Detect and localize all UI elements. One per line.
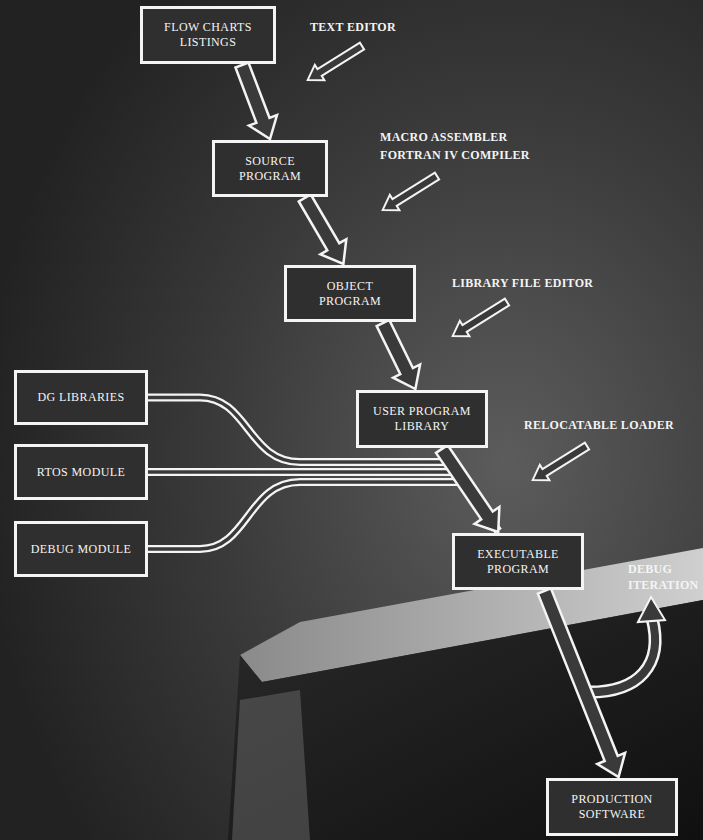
flow-arrow [377,320,420,389]
tool-label: TEXT EDITOR [310,20,396,36]
process-box: OBJECT PROGRAM [284,265,416,322]
library-box: DG LIBRARIES [14,370,148,425]
merge-line [148,482,498,549]
tool-label: DEBUG ITERATION [628,562,700,593]
box-text: RTOS MODULE [37,465,125,480]
box-text: SOURCE PROGRAM [223,154,317,184]
box-text: DEBUG MODULE [31,542,131,557]
module-box: RTOS MODULE [14,444,148,500]
flow-arrow [236,63,278,140]
library-box: USER PROGRAM LIBRARY [356,390,488,448]
box-text: EXECUTABLE PROGRAM [463,547,573,577]
tool-label: MACRO ASSEMBLER [380,130,508,146]
pointer-arrow [378,168,442,217]
box-text: DG LIBRARIES [37,390,124,405]
program-box: EXECUTABLE PROGRAM [452,533,584,590]
terminal-body [228,600,703,840]
box-text: PRODUCTION SOFTWARE [557,792,667,822]
flow-arrow [299,195,347,265]
source-box: FLOW CHARTS LISTINGS [140,6,276,64]
pointer-arrow [528,438,592,487]
merge-line-core [148,482,498,549]
merge-line-outline [148,482,498,549]
debug-loop-arrow [584,597,665,692]
box-text: FLOW CHARTS LISTINGS [151,20,265,50]
pointer-arrow [303,38,367,87]
pointer-arrow [448,294,512,343]
tool-label: RELOCATABLE LOADER [524,418,674,434]
box-text: OBJECT PROGRAM [295,279,405,309]
tool-label: FORTRAN IV COMPILER [380,148,530,164]
module-box: DEBUG MODULE [14,521,148,577]
process-box: SOURCE PROGRAM [212,140,328,197]
box-text: USER PROGRAM LIBRARY [367,404,477,434]
flow-arrow [538,588,625,777]
terminal-side [232,690,310,840]
tool-label: LIBRARY FILE EDITOR [452,276,593,292]
output-box: PRODUCTION SOFTWARE [546,778,678,836]
flow-arrow [436,445,499,532]
